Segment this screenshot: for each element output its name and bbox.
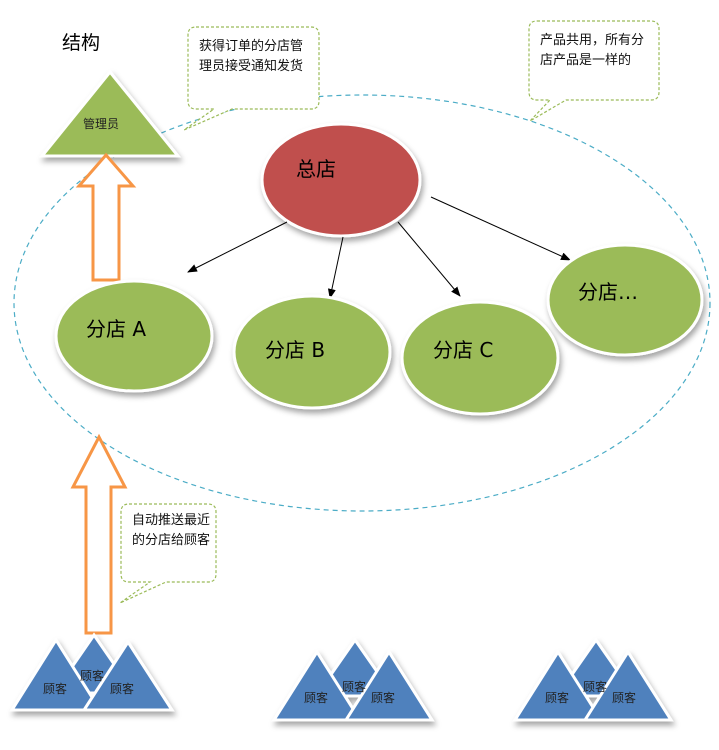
hq-node — [260, 122, 422, 238]
auto-push-callout-shape — [119, 503, 217, 604]
push-branch-arrow — [70, 433, 128, 635]
customer-label: 顾客 — [612, 691, 637, 705]
customer-group-1 — [9, 632, 175, 712]
system-boundary — [13, 94, 711, 512]
shared-products-callout: 产品共用，所有分店产品是一样的 — [540, 33, 645, 68]
branch-b-label: 分店 B — [265, 338, 326, 362]
customer-label: 顾客 — [583, 680, 608, 694]
customer-label: 顾客 — [43, 682, 68, 696]
branch-b-node — [232, 294, 392, 410]
customer-label: 顾客 — [371, 691, 396, 705]
branch-c-node — [400, 300, 560, 416]
branch-c-label: 分店 C — [433, 338, 494, 362]
hq-to-branch-b-line — [327, 236, 344, 299]
branch-more-label: 分店… — [578, 280, 638, 304]
hq-label: 总店 — [296, 157, 336, 181]
customer-label: 顾客 — [545, 691, 570, 705]
customer-group-3 — [512, 637, 674, 722]
customer-group-2 — [271, 637, 435, 722]
admin-notice-callout-shape — [183, 26, 320, 131]
hq-to-branch-a-line — [187, 221, 288, 273]
shared-products-callout-shape — [528, 20, 660, 122]
customer-label: 顾客 — [110, 682, 135, 696]
customer-label: 顾客 — [304, 691, 329, 705]
branch-a-label: 分店 A — [86, 317, 147, 341]
admin-triangle — [38, 69, 182, 158]
hq-to-branch-more-line — [430, 196, 571, 261]
notify-admin-arrow — [75, 152, 137, 282]
admin-notice-callout: 获得订单的分店管理员接受通知发货 — [199, 39, 304, 74]
auto-push-callout: 自动推送最近的分店给顾客 — [132, 513, 211, 548]
branch-a-node — [54, 279, 214, 393]
customer-label: 顾客 — [342, 680, 367, 694]
page-title: 结构 — [62, 32, 101, 54]
customer-label: 顾客 — [80, 669, 105, 683]
hq-to-branch-c-line — [397, 221, 461, 297]
admin-label: 管理员 — [83, 117, 120, 131]
branch-more-node — [546, 243, 704, 357]
